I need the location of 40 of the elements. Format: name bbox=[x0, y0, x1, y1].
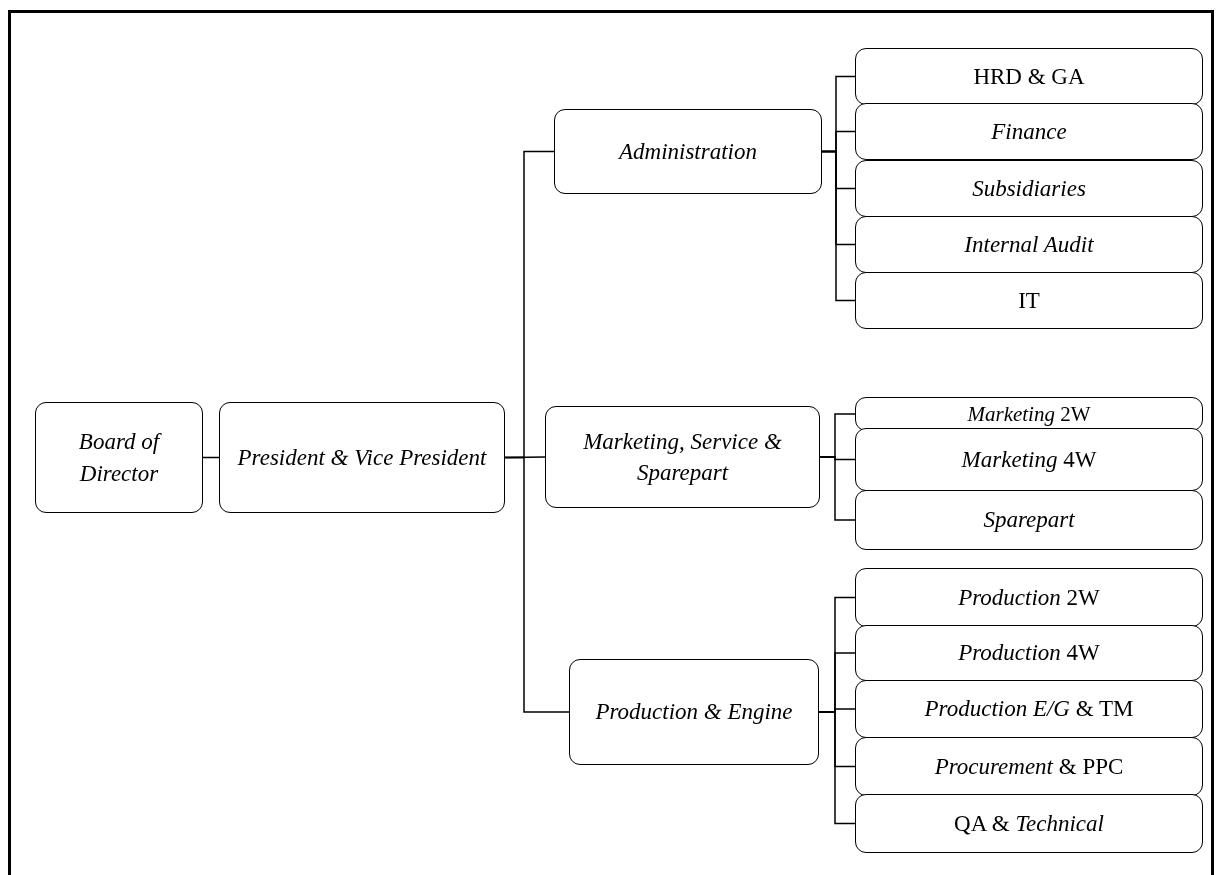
org-box bbox=[569, 659, 819, 765]
box-label: Procurement & PPC bbox=[933, 752, 1125, 781]
org-box bbox=[554, 109, 822, 194]
box-label: Finance bbox=[990, 117, 1068, 146]
connector-line bbox=[819, 456, 856, 521]
org-box bbox=[545, 406, 820, 508]
box-label: Marketing 2W bbox=[966, 400, 1092, 428]
box-label: Internal Audit bbox=[963, 230, 1095, 259]
box-label: Sparepart bbox=[982, 506, 1076, 535]
connector-line bbox=[818, 711, 856, 825]
box-label: QA & Technical bbox=[953, 809, 1105, 838]
org-box bbox=[855, 216, 1203, 273]
org-box bbox=[855, 428, 1203, 491]
org-box bbox=[855, 568, 1203, 627]
org-box bbox=[855, 272, 1203, 329]
org-box bbox=[35, 402, 203, 513]
org-box bbox=[855, 103, 1203, 160]
box-label: Marketing, Service & Sparepart bbox=[582, 427, 783, 487]
box-label: Production 4W bbox=[957, 639, 1101, 668]
box-label: HRD & GA bbox=[972, 62, 1086, 91]
box-label: Board of Director bbox=[77, 428, 163, 488]
org-box bbox=[855, 625, 1203, 681]
org-box bbox=[855, 794, 1203, 853]
box-label: Administration bbox=[617, 137, 758, 166]
org-box bbox=[855, 737, 1203, 796]
org-box bbox=[855, 680, 1203, 738]
box-label: Marketing 4W bbox=[960, 445, 1098, 474]
org-box bbox=[855, 160, 1203, 217]
org-box bbox=[219, 402, 505, 513]
org-box bbox=[855, 48, 1203, 105]
org-box bbox=[855, 397, 1203, 431]
box-label: Production 2W bbox=[957, 583, 1101, 612]
connector-line bbox=[504, 456, 570, 713]
box-label: Subsidiaries bbox=[971, 174, 1087, 203]
connector-line bbox=[821, 150, 856, 302]
org-box bbox=[855, 490, 1203, 550]
box-label: IT bbox=[1017, 286, 1041, 315]
box-label: Production & Engine bbox=[594, 698, 794, 727]
box-label: President & Vice President bbox=[236, 443, 488, 472]
box-label: Production E/G & TM bbox=[923, 695, 1135, 724]
